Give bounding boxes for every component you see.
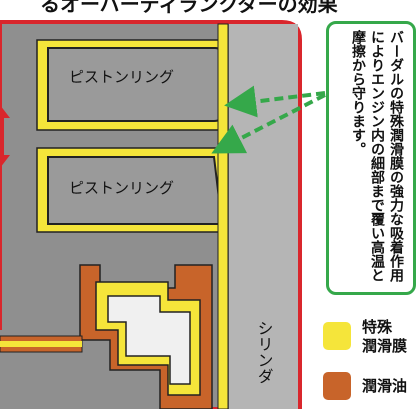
- callout-arrow-upper: [224, 85, 326, 118]
- motion-arrow: [0, 105, 10, 168]
- explanation-callout: バーダルの特殊潤滑膜の強力な吸着作用によりエンジン内の細部まで覆い高温と摩擦から…: [326, 21, 416, 295]
- legend-swatch-oil: [323, 372, 351, 400]
- legend-swatch-film: [323, 322, 351, 350]
- cylinder-label: シリンダ: [255, 320, 274, 384]
- header-title: るオーバーディランクダーの効果: [40, 0, 338, 16]
- upper-piston-ring-label: ピストンリング: [69, 68, 174, 86]
- legend-label-oil: 潤滑油: [362, 377, 408, 395]
- lower-piston-ring-label: ピストンリング: [69, 179, 174, 197]
- callout-arrow-lower: [211, 93, 326, 154]
- legend-label-film: 特殊 潤滑膜: [362, 318, 408, 355]
- oil-ring-body: [107, 295, 191, 385]
- callout-text: バーダルの特殊潤滑膜の強力な吸着作用によりエンジン内の細部まで覆い高温と摩擦から…: [350, 30, 404, 282]
- title-strip: [0, 0, 420, 14]
- cylinder-film-edge: [217, 23, 229, 409]
